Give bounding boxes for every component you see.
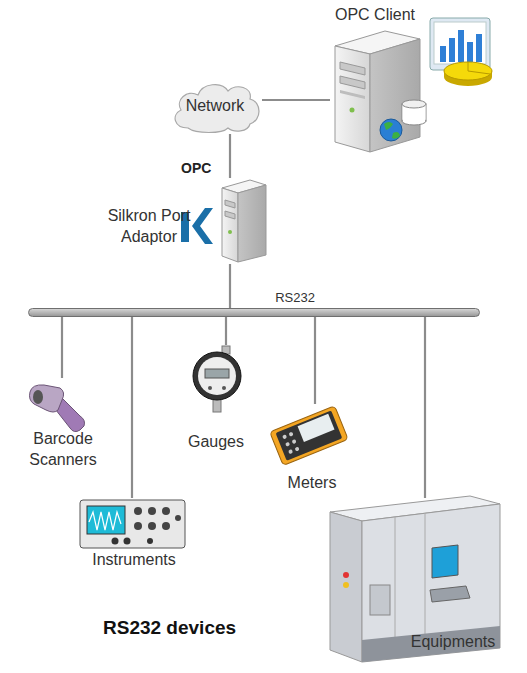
barcode-scanner-icon xyxy=(33,390,43,404)
connector-line xyxy=(225,317,227,345)
oscilloscope-icon xyxy=(162,507,170,515)
gauge-icon xyxy=(222,386,226,390)
oscilloscope-icon xyxy=(80,500,185,548)
equipment-cabinet-icon xyxy=(430,586,470,602)
server-icon xyxy=(222,188,238,262)
device-node: Instruments xyxy=(76,498,192,572)
device-node: Gauges xyxy=(180,345,252,453)
oscilloscope-icon xyxy=(162,522,170,530)
meter-icon xyxy=(275,410,342,460)
chart-monitor-icon xyxy=(467,42,473,62)
rs232-bus: RS232 xyxy=(28,308,480,317)
connector-line xyxy=(229,134,231,178)
meter-icon xyxy=(282,434,287,439)
oscilloscope-icon xyxy=(148,522,156,530)
oscilloscope-icon xyxy=(134,507,142,515)
globe-icon xyxy=(380,119,402,141)
equipment-cabinet-icon xyxy=(343,582,349,588)
meter-icon xyxy=(285,442,290,447)
server-icon xyxy=(340,90,365,99)
node-label: Silkron Port Adaptor xyxy=(100,205,198,247)
meter-icon xyxy=(294,446,299,451)
server-icon xyxy=(370,39,420,152)
meter-icon xyxy=(270,406,348,466)
oscilloscope-icon xyxy=(175,515,181,521)
server-icon xyxy=(335,31,420,152)
device-node: Equipments xyxy=(318,498,508,668)
node-label: RS232 xyxy=(265,287,325,308)
connector-line xyxy=(262,99,330,101)
server-icon xyxy=(225,211,235,219)
server-icon xyxy=(238,185,266,262)
oscilloscope-icon xyxy=(87,506,125,534)
node-label: Equipments xyxy=(403,631,503,652)
server-icon xyxy=(335,46,370,152)
pie-chart-icon xyxy=(444,62,492,86)
gauge-icon xyxy=(208,386,212,390)
gauge-icon xyxy=(193,352,241,400)
oscilloscope-icon xyxy=(89,512,121,530)
oscilloscope-icon xyxy=(147,538,153,544)
node-label: Barcode Scanners xyxy=(22,428,104,470)
oscilloscope-icon xyxy=(80,500,185,548)
globe-icon xyxy=(384,122,393,130)
server-icon xyxy=(225,200,235,208)
database-icon xyxy=(402,100,426,125)
oscilloscope-icon xyxy=(124,538,131,545)
server-icon xyxy=(350,108,355,113)
database-icon xyxy=(402,100,426,108)
chart-monitor-icon xyxy=(458,30,464,62)
chart-monitor-icon xyxy=(440,46,446,62)
client-node: OPC Client xyxy=(330,2,500,155)
meter-icon xyxy=(288,449,293,454)
oscilloscope-icon xyxy=(134,522,142,530)
meter-icon xyxy=(288,432,293,437)
connector-line xyxy=(229,264,231,308)
globe-icon xyxy=(392,132,400,139)
barcode-scanner-icon xyxy=(30,385,64,412)
pie-chart-icon xyxy=(468,62,490,74)
caption-label: RS232 devices xyxy=(103,617,273,639)
edge-label: OPC xyxy=(181,160,211,176)
equipment-cabinet-icon xyxy=(432,545,458,578)
device-node: Meters xyxy=(262,404,362,494)
device-node: Barcode Scanners xyxy=(22,378,104,472)
adaptor-node: Silkron Port Adaptor xyxy=(100,178,268,264)
meter-icon xyxy=(270,406,348,466)
logo-icon xyxy=(192,208,213,244)
oscilloscope-icon xyxy=(112,538,119,545)
equipment-cabinet-icon xyxy=(343,572,349,578)
connector-line xyxy=(314,317,316,404)
meter-icon xyxy=(291,439,296,444)
server-icon xyxy=(222,180,266,262)
globe-icon xyxy=(380,119,402,141)
node-label: Gauges xyxy=(180,431,252,452)
network-cloud: Network xyxy=(168,78,262,134)
oscilloscope-icon xyxy=(148,507,156,515)
node-label: Meters xyxy=(262,472,362,493)
chart-monitor-icon xyxy=(449,38,455,62)
gauge-icon xyxy=(198,357,236,395)
connector-line xyxy=(131,317,133,498)
server-icon xyxy=(340,76,365,89)
node-label: OPC Client xyxy=(330,4,420,25)
barcode-scanner-icon xyxy=(30,385,85,432)
gauge-icon xyxy=(193,346,241,412)
chart-monitor-icon xyxy=(434,22,486,64)
gauge-icon xyxy=(205,369,229,378)
equipment-cabinet-icon xyxy=(330,512,362,662)
node-label: Network xyxy=(168,95,262,116)
server-icon xyxy=(340,62,365,75)
meter-icon xyxy=(298,414,335,442)
equipment-cabinet-icon xyxy=(370,585,390,615)
connector-line xyxy=(61,317,63,378)
node-label: Instruments xyxy=(76,549,192,570)
server-icon xyxy=(228,230,232,234)
chart-monitor-icon xyxy=(476,34,482,62)
connector-line xyxy=(424,317,426,498)
pie-chart-icon xyxy=(444,62,492,80)
